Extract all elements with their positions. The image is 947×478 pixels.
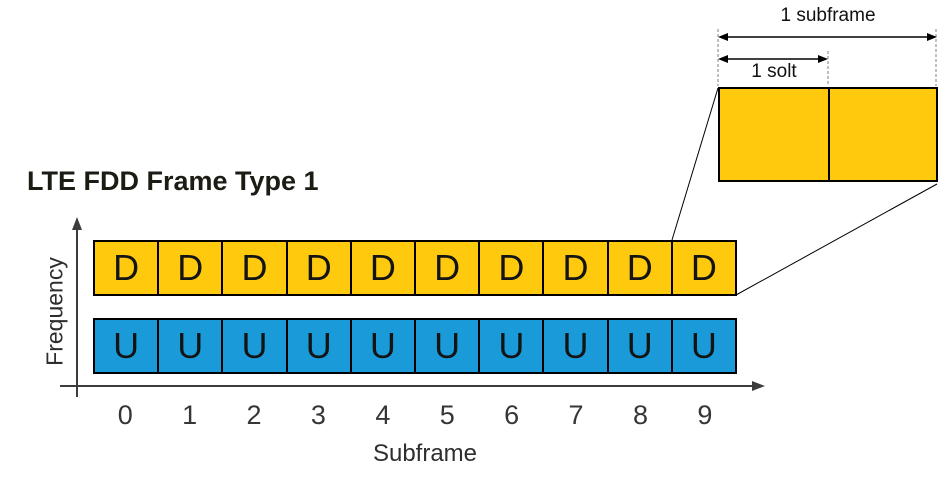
x-tick: 3 (310, 400, 326, 430)
y-axis-arrow-icon (72, 217, 82, 230)
y-axis-label: Frequency (41, 257, 68, 366)
uplink-subframe-cell: U (414, 320, 479, 372)
uplink-subframe-cell: U (157, 320, 222, 372)
downlink-subframe-cell: D (478, 242, 543, 294)
x-axis-label: Subframe (372, 440, 478, 467)
inset-slot-divider (828, 89, 830, 180)
slot-arrow-left-icon (718, 55, 728, 63)
x-tick: 7 (568, 400, 584, 430)
x-tick: 5 (439, 400, 455, 430)
x-tick: 0 (117, 400, 133, 430)
subframe-arrow-left-icon (718, 33, 728, 41)
uplink-subframe-cell: U (670, 320, 736, 372)
callout-line-left (671, 87, 719, 241)
downlink-row: D D D D D D D D D D (93, 240, 737, 296)
downlink-subframe-cell: D (285, 242, 350, 294)
uplink-subframe-cell: U (349, 320, 415, 372)
downlink-subframe-cell: D (670, 242, 736, 294)
uplink-subframe-cell: U (606, 320, 671, 372)
x-tick: 2 (246, 400, 262, 430)
x-tick: 1 (182, 400, 198, 430)
downlink-subframe-cell: D (95, 242, 158, 294)
x-axis-ticks: 0 1 2 3 4 5 6 7 8 9 (93, 400, 737, 431)
inset-slot-label: 1 solt (751, 61, 797, 82)
downlink-subframe-cell: D (414, 242, 479, 294)
uplink-row: U U U U U U U U U U (93, 318, 737, 374)
uplink-subframe-cell: U (542, 320, 607, 372)
x-tick: 4 (375, 400, 391, 430)
callout-line-right (735, 183, 938, 296)
x-tick: 9 (697, 400, 713, 430)
uplink-subframe-cell: U (95, 320, 158, 372)
inset-subframe-label: 1 subframe (780, 5, 876, 26)
x-tick: 6 (504, 400, 520, 430)
uplink-subframe-cell: U (478, 320, 543, 372)
downlink-subframe-cell: D (542, 242, 607, 294)
page-title: LTE FDD Frame Type 1 (27, 166, 319, 196)
uplink-subframe-cell: U (221, 320, 286, 372)
x-axis-arrow-icon (752, 381, 765, 391)
downlink-subframe-cell: D (606, 242, 671, 294)
slot-arrow-right-icon (818, 55, 828, 63)
inset-subframe-box (718, 87, 938, 182)
x-tick: 8 (632, 400, 648, 430)
subframe-arrow-right-icon (927, 33, 937, 41)
downlink-subframe-cell: D (221, 242, 286, 294)
downlink-subframe-cell: D (157, 242, 222, 294)
downlink-subframe-cell: D (349, 242, 415, 294)
uplink-subframe-cell: U (285, 320, 350, 372)
